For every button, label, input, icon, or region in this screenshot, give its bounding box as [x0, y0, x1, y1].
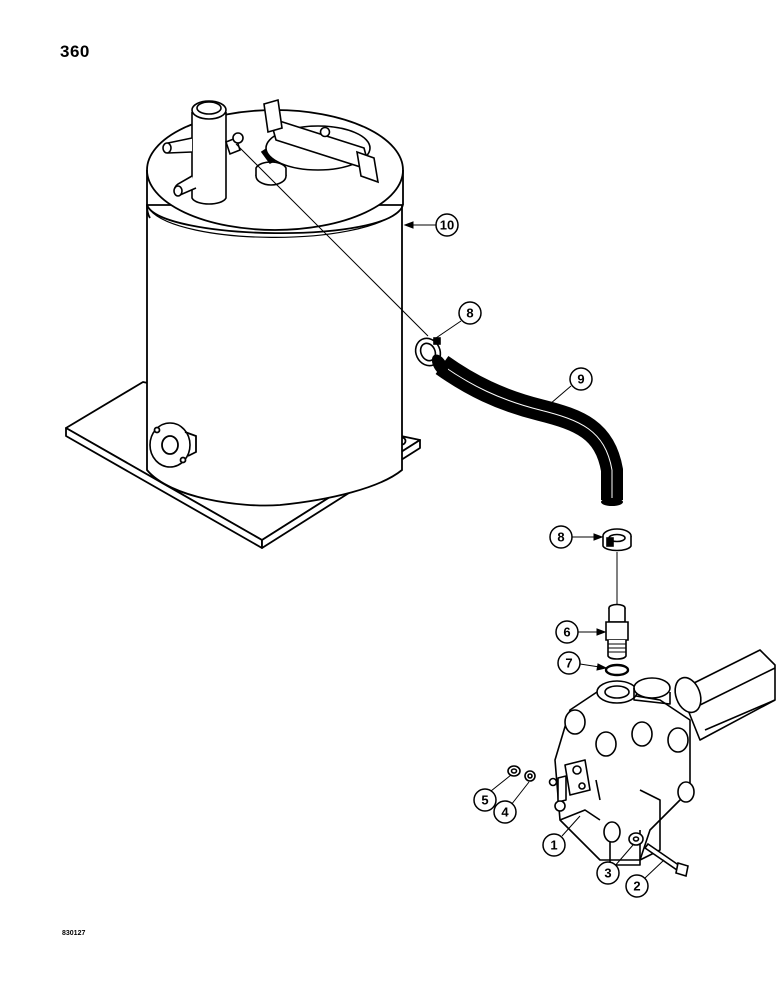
suction-hose-icon — [431, 354, 623, 506]
control-valve-icon — [548, 649, 776, 866]
callout-6: 6 — [555, 620, 579, 644]
callout-3: 3 — [596, 861, 620, 885]
callout-6-label: 6 — [563, 625, 570, 640]
callout-8-lower-label: 8 — [557, 530, 564, 545]
callout-4: 4 — [493, 800, 517, 824]
washer-icon — [628, 832, 644, 846]
callout-9-label: 9 — [577, 372, 584, 387]
page-number: 360 — [60, 42, 90, 61]
leader-lines — [403, 221, 665, 879]
callout-9: 9 — [569, 367, 593, 391]
callout-2: 2 — [625, 874, 649, 898]
assembly-guide-line — [235, 143, 429, 337]
callout-1-label: 1 — [550, 838, 557, 853]
nut-icon — [507, 765, 521, 777]
callout-4-label: 4 — [501, 805, 509, 820]
callout-10: 10 — [435, 213, 459, 237]
hose-clamp-lower-icon — [602, 528, 632, 552]
callout-8-upper: 8 — [458, 301, 482, 325]
bolt-icon — [643, 842, 689, 878]
callout-3-label: 3 — [604, 866, 611, 881]
callout-1: 1 — [542, 833, 566, 857]
callout-5: 5 — [473, 788, 497, 812]
adapter-fitting-icon — [605, 603, 629, 660]
reference-code: 830127 — [62, 930, 86, 937]
callout-8-lower: 8 — [549, 525, 573, 549]
lock-washer-icon — [524, 770, 536, 782]
filler-neck-icon — [162, 100, 244, 205]
callout-2-label: 2 — [633, 879, 640, 894]
callout-5-label: 5 — [481, 793, 488, 808]
callout-7: 7 — [557, 651, 581, 675]
callout-7-label: 7 — [565, 656, 572, 671]
callout-8-upper-label: 8 — [466, 306, 473, 321]
callout-10-label: 10 — [440, 218, 454, 233]
cover-plate-icon — [263, 98, 380, 184]
o-ring-icon — [604, 663, 630, 677]
